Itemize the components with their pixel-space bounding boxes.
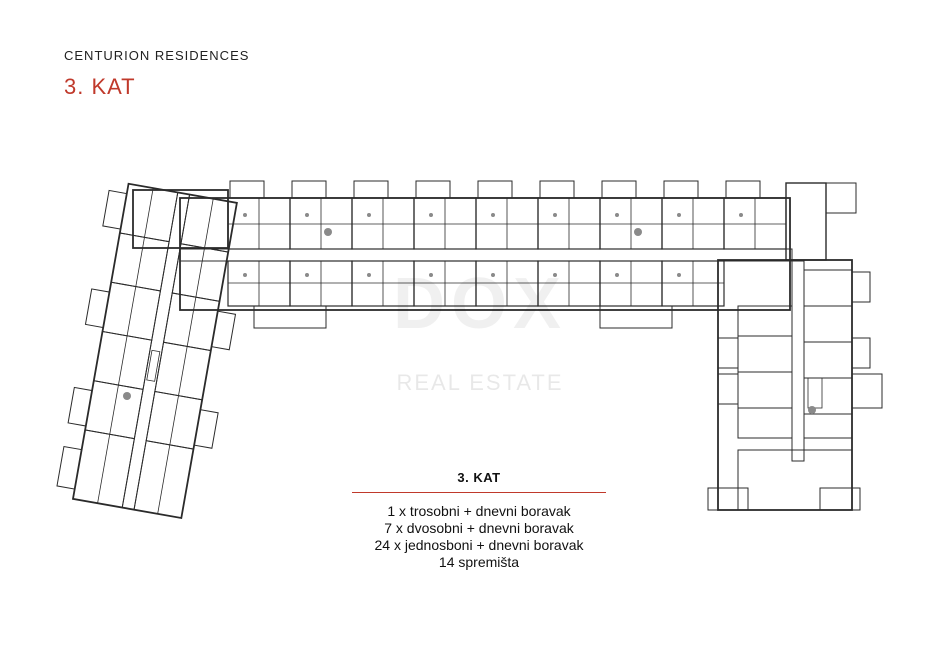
top-balconies [229,180,761,199]
page-brand: CENTURION RESIDENCES [64,48,250,63]
fixtures [123,213,816,414]
floor-legend: 3. KAT 1 x trosobni + dnevni boravak 7 x… [352,470,606,571]
top-wing-outline [179,197,791,311]
left-wing [56,182,238,520]
legend-line: 1 x trosobni + dnevni boravak [387,503,571,519]
right-stair [807,377,823,409]
left-stair [146,349,161,382]
legend-line: 7 x dvosobni + dnevni boravak [384,520,574,536]
legend-divider [352,492,606,493]
right-wing [707,182,883,511]
legend-line: 14 spremišta [438,554,520,570]
legend-title: 3. KAT [457,470,501,485]
legend-line: 24 x jednosboni + dnevni boravak [374,537,584,553]
lower-balconies [253,305,673,329]
lower-units [227,260,725,307]
page-title: 3. KAT [64,74,136,99]
top-wing-corridor [179,248,793,262]
